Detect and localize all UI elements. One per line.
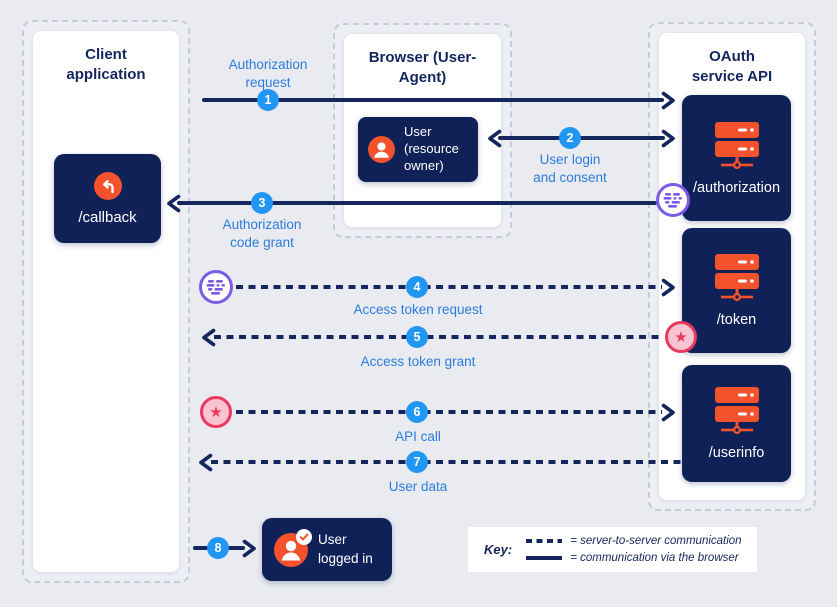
arrowhead-right-icon xyxy=(661,403,675,421)
authorization-node: /authorization xyxy=(682,95,791,221)
arrow-api-call: 6 xyxy=(236,401,676,423)
user-label: User (resource owner) xyxy=(404,124,459,173)
userinfo-node: /userinfo xyxy=(682,365,791,482)
access-token-star-icon: ★ xyxy=(200,396,232,428)
arrowhead-left-icon xyxy=(167,194,181,212)
arrow-line xyxy=(211,460,682,464)
arrow2-label: User login and consent xyxy=(533,152,607,185)
key-legend: Key: = server-to-server communication = … xyxy=(468,527,757,572)
authorization-label: /authorization xyxy=(692,179,781,196)
dashed-line-sample xyxy=(526,539,563,543)
arrowhead-left-icon xyxy=(488,129,502,147)
token-node: /token xyxy=(682,228,791,353)
person-icon xyxy=(368,136,395,163)
server-icon xyxy=(714,254,759,301)
arrow-line xyxy=(202,98,664,102)
oauth-service-title: OAuth service API xyxy=(691,48,773,86)
arrow-user-data: 7 xyxy=(198,451,682,473)
server-icon xyxy=(714,121,759,169)
arrowhead-right-icon xyxy=(661,91,675,109)
arrow-user-logged-in: 8 xyxy=(193,537,257,559)
step-number-8: 8 xyxy=(207,537,229,559)
client-application-title: Client application xyxy=(66,46,146,84)
return-arrow-icon xyxy=(93,171,122,200)
arrow6-label: API call xyxy=(395,429,441,444)
check-badge-icon xyxy=(296,528,312,545)
client-application-container: Client application xyxy=(22,20,190,583)
arrow-access-token-request: 4 xyxy=(236,276,676,298)
client-application-panel: Client application xyxy=(33,31,179,572)
person-check-icon xyxy=(274,528,312,567)
step-number-7: 7 xyxy=(406,451,428,473)
user-logged-in-label: User logged in xyxy=(318,532,373,566)
arrow5-label: Access token grant xyxy=(360,354,476,369)
server-icon xyxy=(714,387,759,434)
arrow-line xyxy=(236,285,662,289)
arrow4-label: Access token request xyxy=(353,302,483,317)
step-number-3: 3 xyxy=(251,192,273,214)
userinfo-label: /userinfo xyxy=(708,445,765,461)
arrowhead-right-icon xyxy=(661,129,675,147)
step-number-6: 6 xyxy=(406,401,428,423)
arrow7-label: User data xyxy=(388,479,448,494)
key-dashed-label: = server-to-server communication xyxy=(570,535,742,547)
key-row-dashed: = server-to-server communication xyxy=(526,535,742,547)
arrowhead-left-icon xyxy=(202,328,216,346)
arrowhead-right-icon xyxy=(661,278,675,296)
key-solid-label: = communication via the browser xyxy=(570,552,739,564)
arrow-line xyxy=(236,410,662,414)
arrow-line xyxy=(498,136,665,140)
auth-code-icon xyxy=(656,183,690,217)
key-row-solid: = communication via the browser xyxy=(526,552,741,564)
browser-title: Browser (User-Agent) xyxy=(368,49,477,87)
arrow-access-token-grant: 5 xyxy=(201,326,663,348)
step-number-2: 2 xyxy=(559,127,581,149)
arrowhead-right-icon xyxy=(242,539,256,557)
step-number-4: 4 xyxy=(406,276,428,298)
arrow-authorization-request: 1 xyxy=(202,89,676,111)
token-label: /token xyxy=(716,312,757,328)
solid-line-sample xyxy=(526,556,563,560)
user-node: User (resource owner) xyxy=(358,117,478,182)
arrow-authorization-code-grant: 3 xyxy=(166,192,657,214)
callback-label: /callback xyxy=(78,208,137,226)
step-number-5: 5 xyxy=(406,326,428,348)
arrow1-label: Authorization request xyxy=(228,57,308,90)
auth-code-icon xyxy=(199,270,233,304)
access-token-star-icon: ★ xyxy=(665,321,697,353)
key-title: Key: xyxy=(484,542,513,557)
step-number-1: 1 xyxy=(257,89,279,111)
arrow-line xyxy=(214,335,663,339)
user-logged-in-node: User logged in xyxy=(262,518,392,581)
arrowhead-left-icon xyxy=(199,453,213,471)
arrow-user-login-consent: 2 xyxy=(487,127,676,149)
callback-node: /callback xyxy=(54,154,161,243)
arrow-line xyxy=(177,201,657,205)
arrow3-label: Authorization code grant xyxy=(222,217,302,250)
